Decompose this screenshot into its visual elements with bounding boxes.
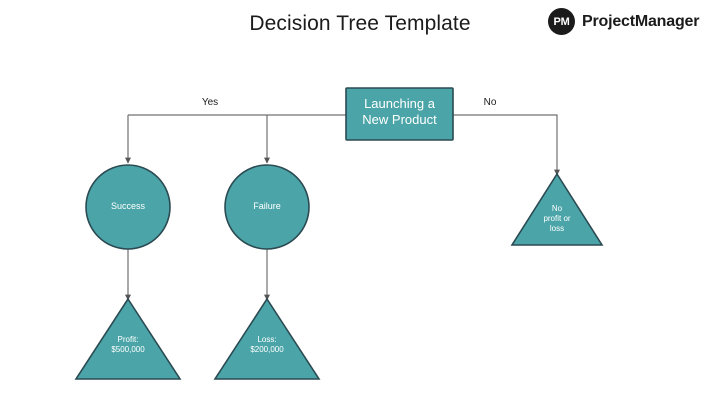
edge-label-no: No (483, 97, 497, 108)
connector-root-to-no-outcome (453, 114, 560, 176)
node-profit-triangle[interactable] (74, 297, 182, 380)
edge-label-yes: Yes (201, 97, 219, 108)
node-success-circle[interactable] (85, 164, 171, 250)
node-loss-triangle[interactable] (213, 297, 321, 380)
connector-group (125, 114, 560, 301)
node-failure-circle[interactable] (224, 164, 310, 250)
node-no-profit-or-loss-triangle[interactable] (510, 172, 604, 246)
pm-monogram-icon: PM (548, 8, 575, 35)
brand-name: ProjectManager (582, 12, 700, 30)
projectmanager-logo: PM ProjectManager (548, 8, 699, 35)
page-title: Decision Tree Template (249, 12, 471, 35)
node-root-rect[interactable] (345, 87, 454, 141)
